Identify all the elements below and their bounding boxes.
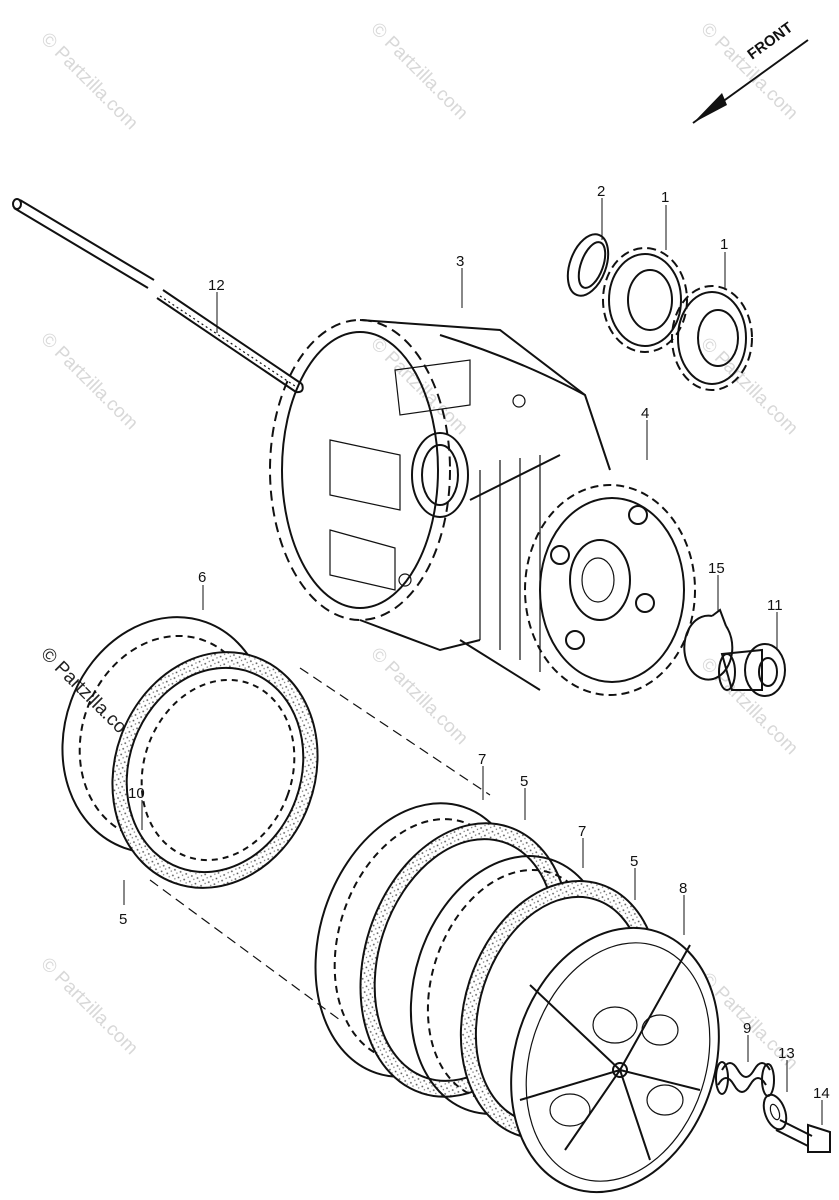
callout-spring: 9 [743, 1020, 751, 1037]
circlip-icon [683, 608, 734, 681]
clutch-outer-icon [269, 319, 611, 652]
watermark: © Partzilla.com [36, 329, 141, 434]
clutch-center-icon [459, 454, 696, 696]
collar-icon [718, 643, 786, 697]
watermark: © Partzilla.com [36, 29, 141, 134]
watermark: © Partzilla.com [366, 19, 471, 124]
bolt-icon [775, 1119, 831, 1153]
callout-collar: 11 [767, 597, 783, 614]
callout-circlip: 15 [708, 560, 725, 577]
watermark: © Partzilla.com [36, 954, 141, 1059]
gear-icon [602, 247, 688, 353]
callout-thrust-washer: 2 [597, 183, 605, 200]
callout-plate-set: 6 [198, 569, 206, 586]
callout-clutch-outer: 3 [456, 253, 464, 270]
callout-friction-disk: 5 [520, 773, 528, 790]
watermark: © Partzilla.com [366, 334, 471, 439]
watermark: © Partzilla.com [366, 644, 471, 749]
callout-inner-disk: 10 [128, 785, 145, 802]
rod-icon [12, 198, 304, 394]
washer-icon [566, 233, 610, 297]
callout-clutch-plate: 7 [578, 823, 586, 840]
callout-bolt: 14 [813, 1085, 830, 1102]
callout-clutch-plate: 7 [478, 751, 486, 768]
plate-set-icon [61, 616, 319, 889]
callout-labels: 1 1 2 3 4 5 5 5 6 7 7 8 9 10 11 12 13 14… [119, 183, 830, 1102]
callout-rod: 12 [208, 277, 225, 294]
watermark: © Partzilla.com [696, 334, 801, 439]
callout-gear: 1 [661, 189, 669, 206]
assembly-guide-lines [149, 667, 491, 1021]
front-label: FRONT [744, 19, 796, 63]
callout-pressure-plate: 8 [679, 880, 687, 897]
callout-washer: 13 [778, 1045, 795, 1062]
leader-lines [123, 198, 823, 1125]
callout-gear: 1 [720, 236, 728, 253]
watermark: © Partzilla.com [696, 654, 801, 759]
pressure-plate-icon [510, 926, 720, 1194]
gear-icon [671, 285, 753, 391]
spring-icon [715, 1061, 775, 1097]
callout-clutch-center: 4 [641, 405, 649, 422]
callout-friction-disk: 5 [630, 853, 638, 870]
callout-friction-disk: 5 [119, 911, 127, 928]
washer-icon [762, 1093, 788, 1131]
